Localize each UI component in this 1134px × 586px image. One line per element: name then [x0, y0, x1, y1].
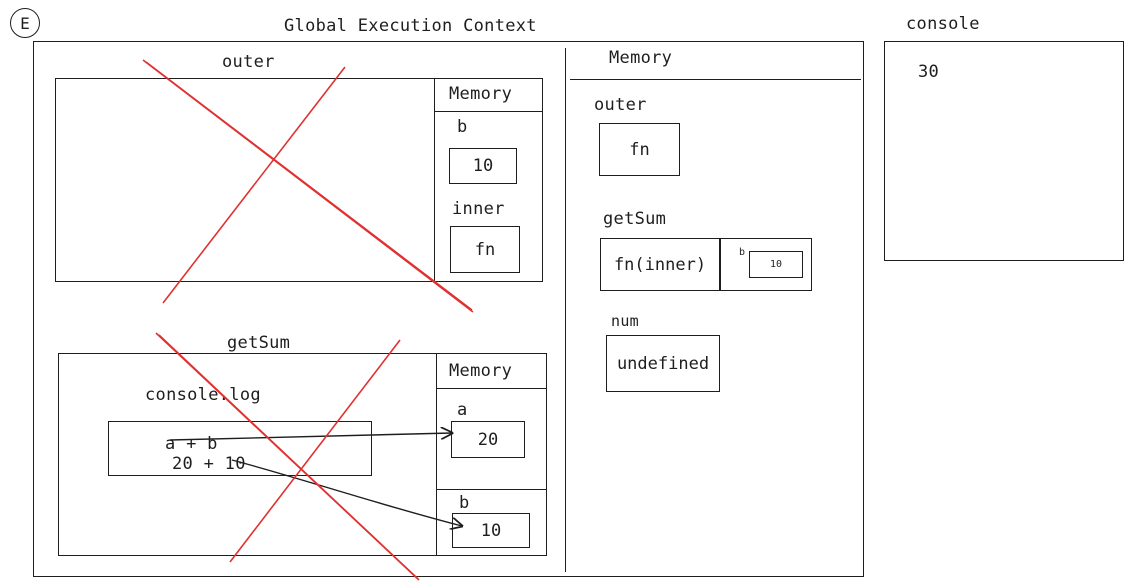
closure-b-label: b — [739, 247, 746, 258]
outer-inner-label: inner — [452, 199, 505, 219]
console-title: console — [906, 14, 980, 34]
outer-memory-underline — [434, 111, 543, 112]
gec-divider — [565, 48, 566, 572]
getsum-code-title: console.log — [145, 385, 261, 405]
outer-inner-value: fn — [450, 226, 520, 273]
console-frame — [884, 41, 1124, 261]
gec-getsum-value: fn(inner) — [600, 238, 720, 291]
getsum-code-box — [108, 421, 372, 476]
getsum-frame — [58, 353, 547, 556]
gec-outer-label: outer — [594, 95, 647, 115]
getsum-b-separator — [436, 489, 547, 490]
outer-cross-mark — [142, 59, 474, 313]
getsum-cross-mark — [155, 332, 420, 581]
closure-b-value: 10 — [749, 251, 803, 278]
getsum-b-value: 10 — [452, 513, 530, 548]
gec-num-label: num — [611, 312, 639, 330]
arrow-a-to-memory — [169, 433, 452, 441]
getsum-title: getSum — [227, 333, 291, 353]
outer-memory-label: Memory — [449, 84, 513, 104]
gec-getsum-closure: b 10 — [720, 238, 812, 291]
outer-memory-divider — [434, 78, 435, 282]
outer-b-label: b — [457, 117, 468, 137]
badge-circle: E — [10, 8, 40, 38]
outer-title: outer — [222, 52, 275, 72]
getsum-memory-divider — [436, 353, 437, 556]
getsum-a-label: a — [457, 400, 468, 420]
gec-title: Global Execution Context — [284, 16, 537, 36]
gec-getsum-label: getSum — [603, 209, 667, 229]
outer-b-value: 10 — [449, 148, 517, 184]
gec-outer-value: fn — [599, 123, 680, 176]
getsum-memory-label: Memory — [449, 361, 513, 381]
console-output: 30 — [918, 62, 940, 82]
gec-memory-label: Memory — [609, 48, 673, 68]
outer-frame — [55, 78, 543, 282]
getsum-expr-values: 20 + 10 — [172, 454, 246, 474]
gec-frame — [33, 41, 864, 577]
getsum-b-label: b — [459, 493, 470, 513]
badge-letter: E — [20, 13, 30, 33]
gec-memory-underline — [570, 79, 861, 80]
getsum-memory-underline — [436, 388, 547, 389]
arrow-b-to-memory — [231, 459, 462, 526]
gec-num-value: undefined — [606, 335, 720, 392]
